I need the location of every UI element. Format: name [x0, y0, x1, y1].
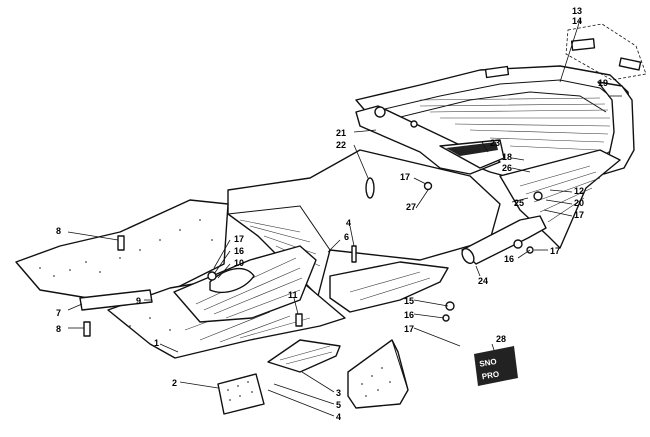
- callout-17-d: 17: [550, 246, 560, 256]
- reflector-13: [570, 38, 596, 51]
- callout-28: 28: [496, 334, 506, 344]
- callout-24: 24: [478, 276, 488, 286]
- callout-6: 6: [344, 232, 349, 242]
- callout-3: 3: [336, 388, 341, 398]
- callout-13: 13: [572, 6, 582, 16]
- hitch-bracket: [355, 105, 505, 175]
- callout-16-c: 16: [404, 310, 414, 320]
- rear-axle-tube: [461, 215, 547, 265]
- sno-pro-decal: SNO PRO: [474, 346, 518, 386]
- callout-18: 18: [502, 152, 512, 162]
- front-bracket: [79, 289, 153, 311]
- callout-14: 14: [572, 16, 582, 26]
- decal-line-1: SNO: [479, 357, 498, 369]
- callout-9: 9: [136, 296, 141, 306]
- callout-12: 12: [574, 186, 584, 196]
- reflector-14: [618, 57, 642, 71]
- callout-17-b: 17: [574, 210, 584, 220]
- callout-17-a: 17: [400, 172, 410, 182]
- skid-plate: [267, 339, 341, 373]
- callout-25: 25: [514, 198, 524, 208]
- fasteners: [83, 177, 543, 337]
- callout-7: 7: [56, 308, 61, 318]
- callout-10: 10: [234, 258, 244, 268]
- callout-11: 11: [288, 290, 298, 300]
- leader-lines: [67, 19, 622, 417]
- callout-8-b: 8: [56, 324, 61, 334]
- callout-2: 2: [172, 378, 177, 388]
- callout-8-a: 8: [56, 226, 61, 236]
- callout-27: 27: [406, 202, 416, 212]
- callout-19: 19: [598, 78, 608, 88]
- callout-labels: 13 14 19 21 22 23 18 26 17 12 20 17 25 2…: [56, 6, 608, 422]
- callout-21: 21: [336, 128, 346, 138]
- callout-4-b: 4: [336, 412, 341, 422]
- callout-17-e: 17: [404, 324, 414, 334]
- callout-22: 22: [336, 140, 346, 150]
- callout-16-b: 16: [504, 254, 514, 264]
- callout-5: 5: [336, 400, 341, 410]
- callout-26: 26: [502, 163, 512, 173]
- reflector-group-outline: [565, 23, 647, 81]
- callout-17-c: 17: [234, 234, 244, 244]
- callout-4-a: 4: [346, 218, 351, 228]
- reinforcement-plate: [217, 373, 265, 415]
- callout-23: 23: [490, 138, 500, 148]
- callout-1: 1: [154, 338, 159, 348]
- decal-line-2: PRO: [481, 370, 500, 382]
- callout-20: 20: [574, 198, 584, 208]
- callout-15: 15: [404, 296, 414, 306]
- side-frame-right: [499, 149, 621, 249]
- rear-support-bracket: [347, 339, 409, 409]
- running-board-right: [329, 261, 449, 313]
- callout-16-a: 16: [234, 246, 244, 256]
